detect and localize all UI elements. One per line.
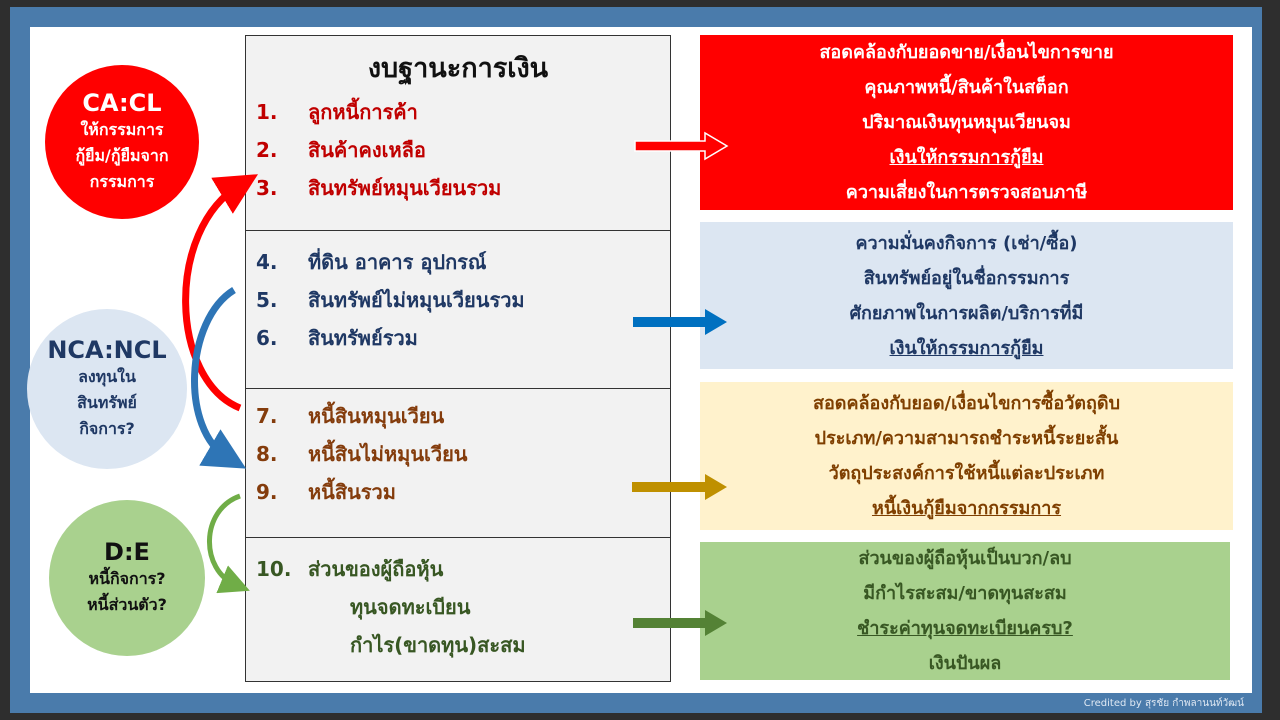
credit-text: Credited by สุรชัย กำพลานนท์วัฒน์ [1083, 698, 1244, 709]
note: ความมั่นคงกิจการ (เช่า/ซื้อ) [855, 232, 1078, 254]
curved-arrow-red [182, 174, 258, 412]
note: สินทรัพย์อยู่ในชื่อกรรมการ [863, 267, 1070, 289]
note: เงินให้กรรมการกู้ยืม [889, 147, 1044, 168]
curved-arrow-green [207, 493, 250, 594]
circle-ca-cl: CA:CL ให้กรรมการ กู้ยืม/กู้ยืมจาก กรรมกา… [45, 65, 199, 219]
arrow-right-blue [633, 309, 727, 335]
section-current-assets: งบฐานะการเงิน 1.ลูกหนี้การค้า 2.สินค้าคง… [246, 36, 670, 231]
note: ศักยภาพในการผลิต/บริการที่มี [849, 302, 1084, 324]
item-2: 2.สินค้าคงเหลือ [256, 138, 426, 162]
item-9: 9.หนี้สินรวม [256, 480, 396, 504]
note: ส่วนของผู้ถือหุ้นเป็นบวก/ลบ [858, 548, 1072, 569]
note: ชำระค่าทุนจดทะเบียนครบ? [857, 618, 1073, 639]
note: คุณภาพหนี้/สินค้าในสต็อก [864, 77, 1069, 98]
note: มีกำไรสะสม/ขาดทุนสะสม [863, 583, 1067, 604]
curved-arrow-blue [191, 287, 247, 469]
section-equity: 10.ส่วนของผู้ถือหุ้น ทุนจดทะเบียน กำไร(ข… [246, 538, 670, 681]
item-4: 4.ที่ดิน อาคาร อุปกรณ์ [256, 250, 487, 274]
box-liabilities-notes: สอดคล้องกับยอด/เงื่อนไขการซื้อวัตถุดิบ ป… [700, 382, 1233, 530]
box-noncurrent-assets-notes: ความมั่นคงกิจการ (เช่า/ซื้อ) สินทรัพย์อย… [700, 222, 1233, 369]
note: ปริมาณเงินทุนหมุนเวียนจม [862, 112, 1071, 133]
circle-nca-ncl: NCA:NCL ลงทุนใน สินทรัพย์ กิจการ? [27, 309, 187, 469]
box-equity-notes: ส่วนของผู้ถือหุ้นเป็นบวก/ลบ มีกำไรสะสม/ข… [700, 542, 1230, 680]
note: หนี้เงินกู้ยืมจากกรรมการ [871, 498, 1062, 519]
box-current-assets-notes: สอดคล้องกับยอดขาย/เงื่อนไขการขาย คุณภาพห… [700, 35, 1233, 210]
balance-sheet-box: งบฐานะการเงิน 1.ลูกหนี้การค้า 2.สินค้าคง… [245, 35, 671, 682]
balance-sheet-title: งบฐานะการเงิน [367, 53, 549, 84]
note: เงินปันผล [928, 653, 1002, 674]
item-8: 8.หนี้สินไม่หมุนเวียน [256, 442, 468, 466]
section-noncurrent-assets: 4.ที่ดิน อาคาร อุปกรณ์ 5.สินทรัพย์ไม่หมุ… [246, 231, 670, 389]
arrow-right-green [633, 610, 727, 636]
item-7: 7.หนี้สินหมุนเวียน [256, 404, 445, 428]
circle-d-e: D:E หนี้กิจการ? หนี้ส่วนตัว? [49, 500, 205, 656]
item-1: 1.ลูกหนี้การค้า [256, 100, 418, 124]
arrow-right-gold [632, 474, 727, 500]
arrow-right-red [634, 131, 729, 161]
item-5: 5.สินทรัพย์ไม่หมุนเวียนรวม [256, 288, 525, 312]
item-6: 6.สินทรัพย์รวม [256, 326, 418, 350]
note: ความเสี่ยงในการตรวจสอบภาษี [845, 182, 1088, 203]
note: สอดคล้องกับยอดขาย/เงื่อนไขการขาย [819, 42, 1114, 63]
note: เงินให้กรรมการกู้ยืม [889, 337, 1044, 359]
item-10: 10.ส่วนของผู้ถือหุ้น [256, 557, 444, 581]
note: วัตถุประสงค์การใช้หนี้แต่ละประเภท [828, 463, 1105, 484]
note: ประเภท/ความสามารถชำระหนี้ระยะสั้น [814, 428, 1119, 449]
section-liabilities: 7.หนี้สินหมุนเวียน 8.หนี้สินไม่หมุนเวียน… [246, 389, 670, 538]
equity-sub-1: ทุนจดทะเบียน [350, 595, 471, 619]
item-3: 3.สินทรัพย์หมุนเวียนรวม [256, 176, 502, 200]
note: สอดคล้องกับยอด/เงื่อนไขการซื้อวัตถุดิบ [812, 393, 1121, 414]
equity-sub-2: กำไร(ขาดทุน)สะสม [350, 633, 526, 657]
